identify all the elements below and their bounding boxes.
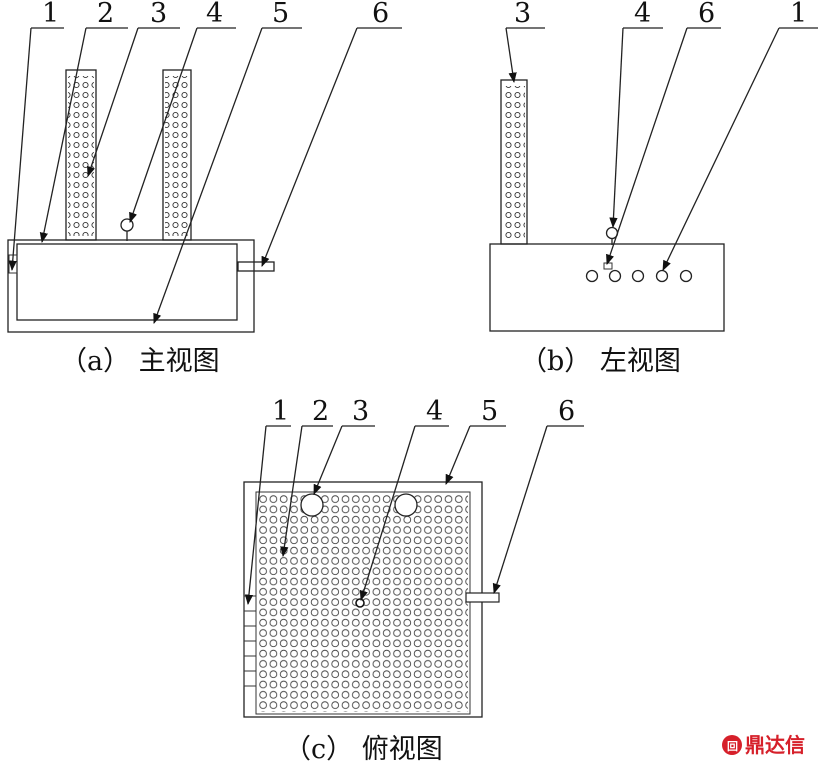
front-tube-right xyxy=(162,69,192,241)
left-label-3: 3 xyxy=(514,0,531,29)
top-label-4: 4 xyxy=(426,396,443,427)
front-label-2: 2 xyxy=(97,0,114,29)
top-label-3: 3 xyxy=(352,396,369,427)
top-view: 1 2 3 4 5 6 （c） 俯视图 xyxy=(243,396,584,765)
front-tube-left xyxy=(65,69,97,241)
top-label-1: 1 xyxy=(272,396,289,427)
left-label-6: 6 xyxy=(698,0,715,29)
top-inlet-strip xyxy=(243,595,257,687)
front-label-5: 5 xyxy=(272,0,289,29)
front-tube-left-holes xyxy=(68,76,94,236)
front-view: 1 2 3 4 5 6 （a） 主视图 xyxy=(7,0,402,377)
left-label-4: 4 xyxy=(634,0,651,29)
left-label-1: 1 xyxy=(790,0,807,29)
left-tube-holes xyxy=(503,86,525,240)
left-tank xyxy=(489,243,725,332)
front-label-1: 1 xyxy=(42,0,59,29)
front-caption: （a） 主视图 xyxy=(60,346,220,377)
top-label-2: 2 xyxy=(312,396,329,427)
left-port-row xyxy=(585,262,693,283)
top-valve xyxy=(355,598,365,608)
top-tube-right xyxy=(394,493,418,517)
top-outlet-pipe xyxy=(465,592,500,603)
svg-text:回: 回 xyxy=(727,739,738,753)
top-caption: （c） 俯视图 xyxy=(284,734,443,765)
top-tube-left xyxy=(300,493,324,517)
front-label-3: 3 xyxy=(150,0,167,29)
front-valve xyxy=(120,218,134,232)
watermark-text: 鼎达信 xyxy=(745,733,805,757)
front-tube-right-holes xyxy=(165,76,189,236)
front-outlet-pipe xyxy=(237,261,275,272)
left-view: 3 4 6 1 （b） 左视图 xyxy=(489,0,818,377)
front-label-4: 4 xyxy=(206,0,223,29)
top-label-5: 5 xyxy=(481,396,498,427)
watermark: 回 鼎达信 xyxy=(722,733,805,757)
seal-logo-icon xyxy=(722,735,742,755)
front-tank-outer xyxy=(7,239,255,333)
left-caption: （b） 左视图 xyxy=(520,346,681,377)
front-tank-inner xyxy=(16,243,238,321)
front-label-6: 6 xyxy=(372,0,389,29)
top-label-6: 6 xyxy=(558,396,575,427)
